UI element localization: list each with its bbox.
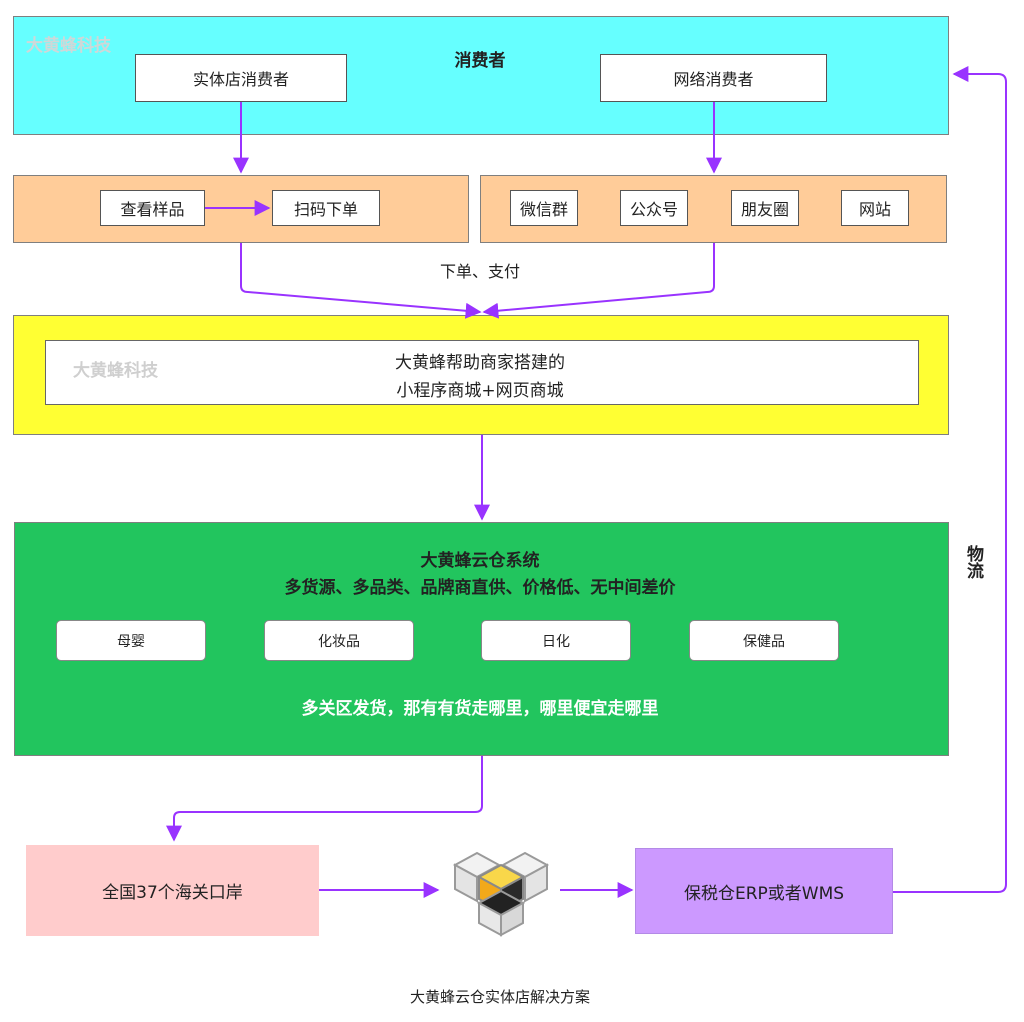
category-daily-chemicals: 日化: [481, 620, 631, 661]
erp-label: 保税仓ERP或者WMS: [683, 883, 845, 904]
arrow-offline-to-mall: [240, 243, 482, 319]
watermark-top: 大黄蜂科技: [26, 36, 111, 56]
wechat-group-box: 微信群: [510, 190, 578, 226]
watermark-mall: 大黄蜂科技: [73, 361, 158, 381]
official-account-box: 公众号: [620, 190, 688, 226]
arrow-cloud-to-customs: [166, 756, 483, 842]
mall-inner-box: [45, 340, 919, 405]
cloud-warehouse-footer: 多关区发货，那有有货走哪里，哪里便宜走哪里: [301, 699, 659, 719]
order-pay-label: 下单、支付: [439, 262, 520, 281]
arrow-erp-to-consumers: [893, 66, 1007, 893]
arrow-online-to-mall: [482, 243, 715, 319]
customs-box: 全国37个海关口岸: [26, 845, 319, 936]
moments-box: 朋友圈: [731, 190, 799, 226]
category-health: 保健品: [689, 620, 839, 661]
category-maternity: 母婴: [56, 620, 206, 661]
bee-cube-logo-icon: [452, 851, 550, 937]
view-samples-box: 查看样品: [100, 190, 205, 226]
website-box: 网站: [841, 190, 909, 226]
logistics-label: 物流: [963, 545, 983, 579]
offline-consumer-box: 实体店消费者: [135, 54, 347, 102]
online-consumer-box: 网络消费者: [600, 54, 827, 102]
diagram-caption: 大黄蜂云仓实体店解决方案: [409, 988, 590, 1006]
customs-label: 全国37个海关口岸: [102, 883, 243, 903]
erp-box: 保税仓ERP或者WMS: [635, 848, 893, 934]
cloud-warehouse-title: 大黄蜂云仓系统: [420, 551, 540, 571]
mall-line-2: 小程序商城+网页商城: [396, 381, 564, 401]
cloud-warehouse-subtitle: 多货源、多品类、品牌商直供、价格低、无中间差价: [284, 578, 676, 598]
scan-order-box: 扫码下单: [272, 190, 380, 226]
mall-line-1: 大黄蜂帮助商家搭建的: [395, 353, 565, 373]
category-cosmetics: 化妆品: [264, 620, 414, 661]
consumers-title: 消费者: [454, 51, 506, 71]
